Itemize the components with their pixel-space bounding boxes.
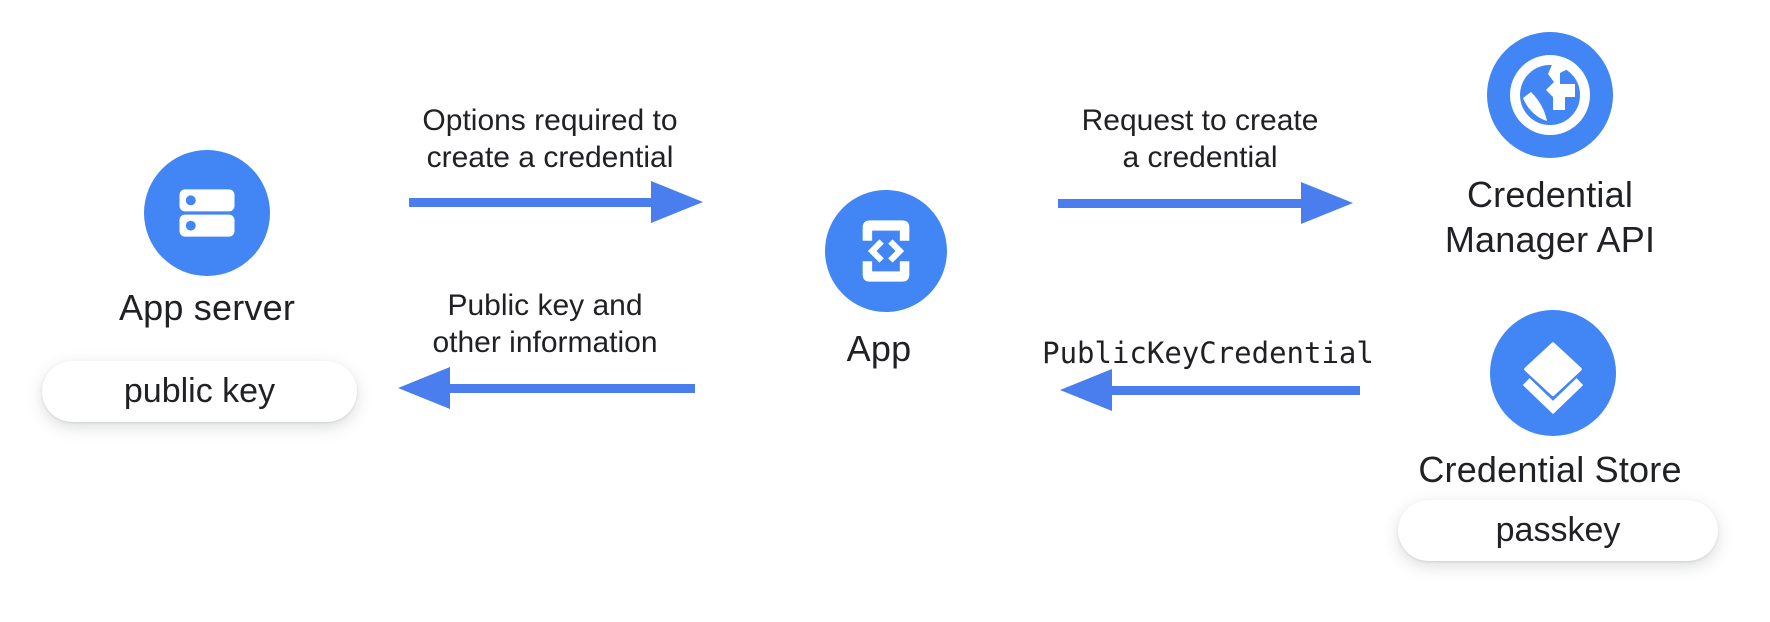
arrow-shaft	[1058, 199, 1307, 208]
arrow-shaft	[1106, 386, 1360, 395]
globe-icon	[1502, 47, 1598, 143]
credential-manager-api-label-line1: Credential	[1466, 174, 1634, 215]
credential-manager-api-label: Credential Manager API	[1400, 172, 1700, 262]
flow-public-key-info-label-line2: other information	[432, 326, 658, 359]
flow-options-label-line1: Options required to	[422, 104, 678, 137]
flow-public-key-credential-arrow-left	[1060, 368, 1360, 412]
public-key-pill: public key	[42, 361, 357, 422]
credential-manager-api-label-line2: Manager API	[1444, 219, 1656, 260]
passkey-pill-label: passkey	[1495, 511, 1621, 549]
arrow-head-right-icon	[651, 181, 703, 223]
flow-public-key-info-arrow-left	[398, 366, 695, 410]
arrow-head-right-icon	[1301, 182, 1353, 224]
app-node	[825, 190, 947, 312]
arrow-shaft	[409, 198, 657, 207]
app-label: App	[846, 328, 912, 369]
app-server-label: App server	[118, 287, 296, 328]
flow-public-key-credential-label: PublicKeyCredential	[1042, 336, 1374, 370]
arrow-head-left-icon	[398, 367, 450, 409]
passkey-pill: passkey	[1398, 500, 1718, 561]
server-icon	[174, 180, 240, 246]
credential-store-node	[1490, 310, 1616, 436]
flow-request-create-label-line1: Request to create	[1081, 104, 1319, 137]
app-server-node	[144, 150, 270, 276]
credential-manager-api-node	[1487, 32, 1613, 158]
arrow-head-left-icon	[1060, 369, 1112, 411]
public-key-pill-label: public key	[123, 372, 276, 410]
flow-public-key-info-label-line1: Public key and	[447, 289, 643, 322]
layers-icon	[1507, 327, 1599, 419]
flow-public-key-info-label: Public key and other information	[365, 287, 725, 361]
flow-options-arrow-right	[409, 180, 703, 224]
arrow-shaft	[444, 384, 695, 393]
flow-request-create-arrow-right	[1058, 181, 1353, 225]
credential-store-label: Credential Store	[1418, 449, 1682, 490]
flow-request-create-label-line2: a credential	[1122, 141, 1278, 174]
flow-options-label: Options required to create a credential	[370, 102, 730, 176]
flow-request-create-label: Request to create a credential	[1020, 102, 1380, 176]
phone-code-icon	[851, 216, 921, 286]
flow-options-label-line2: create a credential	[426, 141, 674, 174]
